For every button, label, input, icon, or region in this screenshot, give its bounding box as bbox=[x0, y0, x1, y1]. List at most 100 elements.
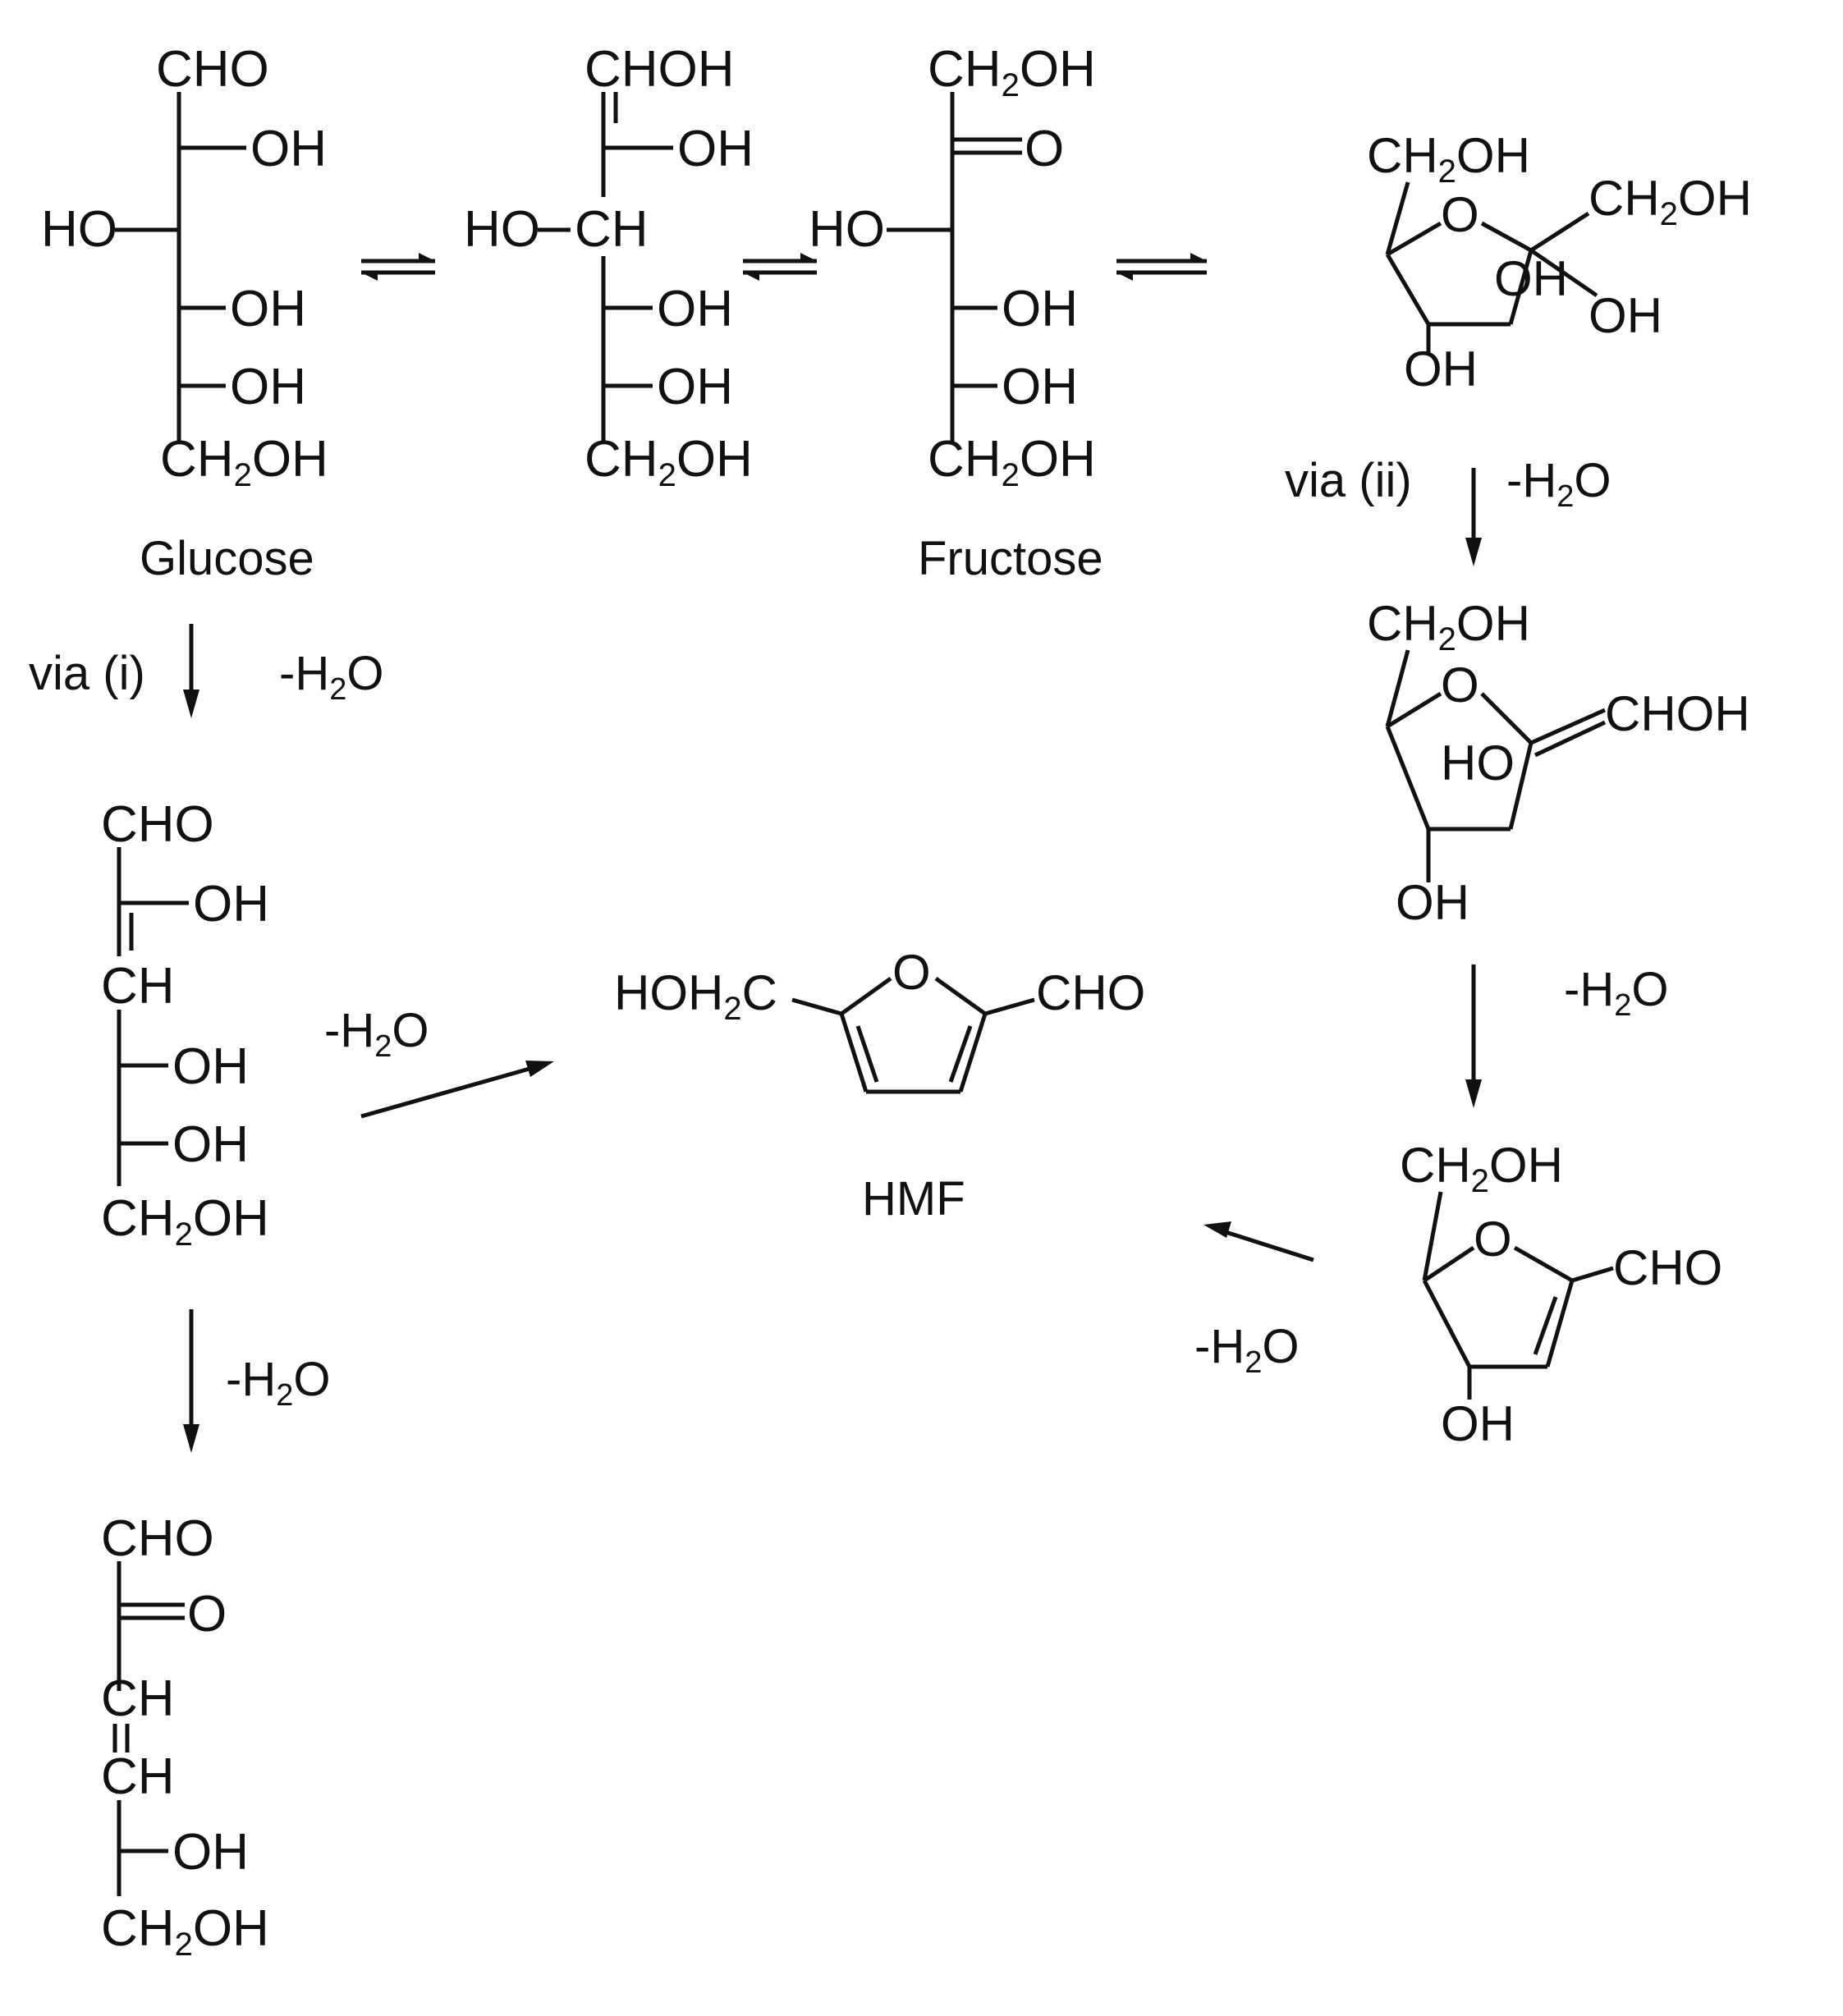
hmf-o-c2-bond bbox=[934, 976, 987, 1016]
i-b-c5-oh: OH bbox=[172, 1824, 249, 1881]
hmf-c3-c2-inner bbox=[948, 1025, 973, 1083]
fructose-c3-ho: HO bbox=[809, 201, 885, 258]
glucose-c5-oh: OH bbox=[230, 359, 306, 415]
ii-b-c2-c3-double-a bbox=[1545, 1280, 1575, 1368]
glucose-c4-oh: OH bbox=[230, 281, 306, 337]
i-a-c3-ch: CH bbox=[101, 958, 175, 1015]
furanose-ring-o: O bbox=[1441, 187, 1479, 242]
i-a-c4-oh: OH bbox=[172, 1038, 249, 1095]
fructose-ch2oh-bottom: CH2OH bbox=[928, 431, 1096, 493]
furanose-c2-oh: OH bbox=[1589, 288, 1662, 343]
arrow-ii-a-to-b: -H2O bbox=[1465, 963, 1668, 1108]
via-ii-water-loss: -H2O bbox=[1506, 454, 1611, 514]
ii-b-hmf-water-loss: -H2O bbox=[1194, 1320, 1299, 1380]
ii-a-c5-ch2-bond bbox=[1385, 649, 1410, 727]
i-b-c2-o: O bbox=[187, 1586, 227, 1643]
ii-a-chohh: CHOH bbox=[1605, 686, 1750, 741]
arrow-via-i: via (i) -H2O bbox=[29, 624, 383, 718]
hmf-cho: CHO bbox=[1036, 965, 1145, 1020]
ii-b-ch2oh: CH2OH bbox=[1400, 1138, 1563, 1199]
ii-a-exo-double-a bbox=[1529, 708, 1607, 745]
fructose-structure: CH2OH O HO OH OH CH2OH Fructose bbox=[809, 41, 1103, 585]
ii-b-o-c2-bond bbox=[1513, 1245, 1574, 1283]
ii-b-c4-c5-bond bbox=[1422, 1279, 1472, 1368]
glucose-ch2oh: CH2OH bbox=[160, 431, 328, 493]
ii-b-c5-ch2-bond bbox=[1422, 1191, 1443, 1281]
ii-a-ring-o: O bbox=[1441, 657, 1479, 712]
ii-a-c3-ho: HO bbox=[1441, 735, 1515, 790]
furanose-c5-ch2-bond bbox=[1385, 181, 1410, 255]
ii-b-c4-oh: OH bbox=[1441, 1396, 1515, 1451]
enediol-c3-ch: CH bbox=[575, 201, 649, 258]
equilibrium-arrow-2 bbox=[743, 253, 817, 281]
i-a-b-water-loss: -H2O bbox=[226, 1353, 330, 1413]
fructose-ch2oh-top: CH2OH bbox=[928, 41, 1096, 103]
ii-a-o-c2-bond bbox=[1480, 692, 1533, 745]
i-b-cho: CHO bbox=[101, 1510, 214, 1567]
furanose-c4-c5-bond bbox=[1385, 253, 1431, 326]
enediol-c3-ho: HO bbox=[464, 201, 540, 258]
equilibrium-arrow-1 bbox=[361, 253, 435, 281]
via-i-label: via (i) bbox=[29, 647, 145, 700]
i-b-ch2oh: CH2OH bbox=[101, 1900, 269, 1963]
ii-b-c2-c3-double-b bbox=[1533, 1296, 1558, 1355]
furanose-c5-o-bond bbox=[1386, 221, 1442, 257]
glucose-structure: CHO OH HO OH OH CH2OH Glucose bbox=[41, 41, 328, 585]
fructofuranose-structure: CH2OH O CH2OH OH OH OH bbox=[1367, 128, 1752, 396]
glucose-cho: CHO bbox=[156, 41, 269, 98]
arrow-i-a-to-i-b: -H2O bbox=[183, 1309, 330, 1453]
enediol-structure: CHOH OH HO CH OH OH CH2OH bbox=[464, 41, 754, 493]
hmf-hoh2c: HOH2C bbox=[614, 965, 777, 1027]
enediol-ch2oh: CH2OH bbox=[585, 431, 753, 493]
ii-a-ch2oh: CH2OH bbox=[1367, 596, 1530, 657]
hmf-c2-cho-bond bbox=[984, 997, 1035, 1016]
i-a-ch2oh: CH2OH bbox=[101, 1190, 269, 1253]
ii-a-c2-c3-bond bbox=[1508, 742, 1534, 830]
intermediate-i-b-structure: CHO O CH CH OH CH2OH bbox=[101, 1510, 269, 1963]
ii-b-c2-cho-bond bbox=[1571, 1266, 1614, 1283]
fructose-c4-oh: OH bbox=[1002, 281, 1078, 337]
furanose-c4-oh: OH bbox=[1404, 341, 1478, 396]
ii-a-exo-double-b bbox=[1534, 720, 1607, 758]
hmf-c5-ch2-bond bbox=[791, 997, 842, 1016]
hmf-name: HMF bbox=[862, 1172, 965, 1226]
i-a-c5-oh: OH bbox=[172, 1116, 249, 1173]
i-a-hmf-water-loss: -H2O bbox=[324, 1004, 429, 1064]
i-a-c2-oh: OH bbox=[193, 876, 269, 932]
furanose-ch2oh-c6: CH2OH bbox=[1367, 128, 1530, 190]
furanose-c2-oh-bond bbox=[1529, 248, 1598, 298]
i-a-cho: CHO bbox=[101, 796, 214, 853]
enediol-chohh: CHOH bbox=[585, 41, 735, 98]
glucose-c3-ho: HO bbox=[41, 201, 117, 258]
enediol-c4-oh: OH bbox=[657, 281, 733, 337]
fructose-name: Fructose bbox=[918, 532, 1103, 585]
hmf-c5-c4-bond bbox=[839, 1013, 869, 1093]
furanose-c3-oh: OH bbox=[1494, 251, 1568, 306]
via-i-water-loss: -H2O bbox=[279, 647, 383, 707]
arrow-via-ii: via (ii) -H2O bbox=[1285, 454, 1611, 566]
i-b-c4-ch: CH bbox=[101, 1748, 175, 1805]
glucose-name: Glucose bbox=[140, 532, 314, 585]
equilibrium-arrow-3 bbox=[1116, 253, 1207, 281]
fructose-c5-oh: OH bbox=[1002, 359, 1078, 415]
arrow-ii-b-to-hmf: -H2O bbox=[1194, 1221, 1314, 1380]
enediol-c2-oh: OH bbox=[677, 121, 754, 177]
intermediate-ii-b-structure: CH2OH O CHO OH bbox=[1400, 1138, 1722, 1451]
ii-b-ring-o: O bbox=[1474, 1212, 1512, 1267]
glucose-c2-oh: OH bbox=[250, 121, 327, 177]
hmf-c5-c4-inner bbox=[855, 1025, 879, 1083]
fructose-carbonyl-o: O bbox=[1025, 121, 1064, 177]
arrow-i-a-to-hmf: -H2O bbox=[324, 1004, 554, 1119]
enediol-c5-oh: OH bbox=[657, 359, 733, 415]
furanose-c2-c3-bond bbox=[1508, 250, 1534, 325]
hmf-structure: HOH2C O CHO HMF bbox=[614, 945, 1145, 1226]
furanose-c2-ch2-bond bbox=[1529, 211, 1590, 253]
intermediate-i-a-structure: CHO OH CH OH OH CH2OH bbox=[101, 796, 269, 1253]
furanose-o-c2-bond bbox=[1480, 221, 1533, 253]
via-ii-label: via (ii) bbox=[1285, 454, 1412, 507]
hmf-c3-c2-bond bbox=[958, 1013, 988, 1093]
ii-a-c4-oh: OH bbox=[1396, 875, 1469, 930]
ii-a-c4-c5-bond bbox=[1385, 726, 1431, 830]
hmf-ring-o: O bbox=[892, 945, 931, 1000]
